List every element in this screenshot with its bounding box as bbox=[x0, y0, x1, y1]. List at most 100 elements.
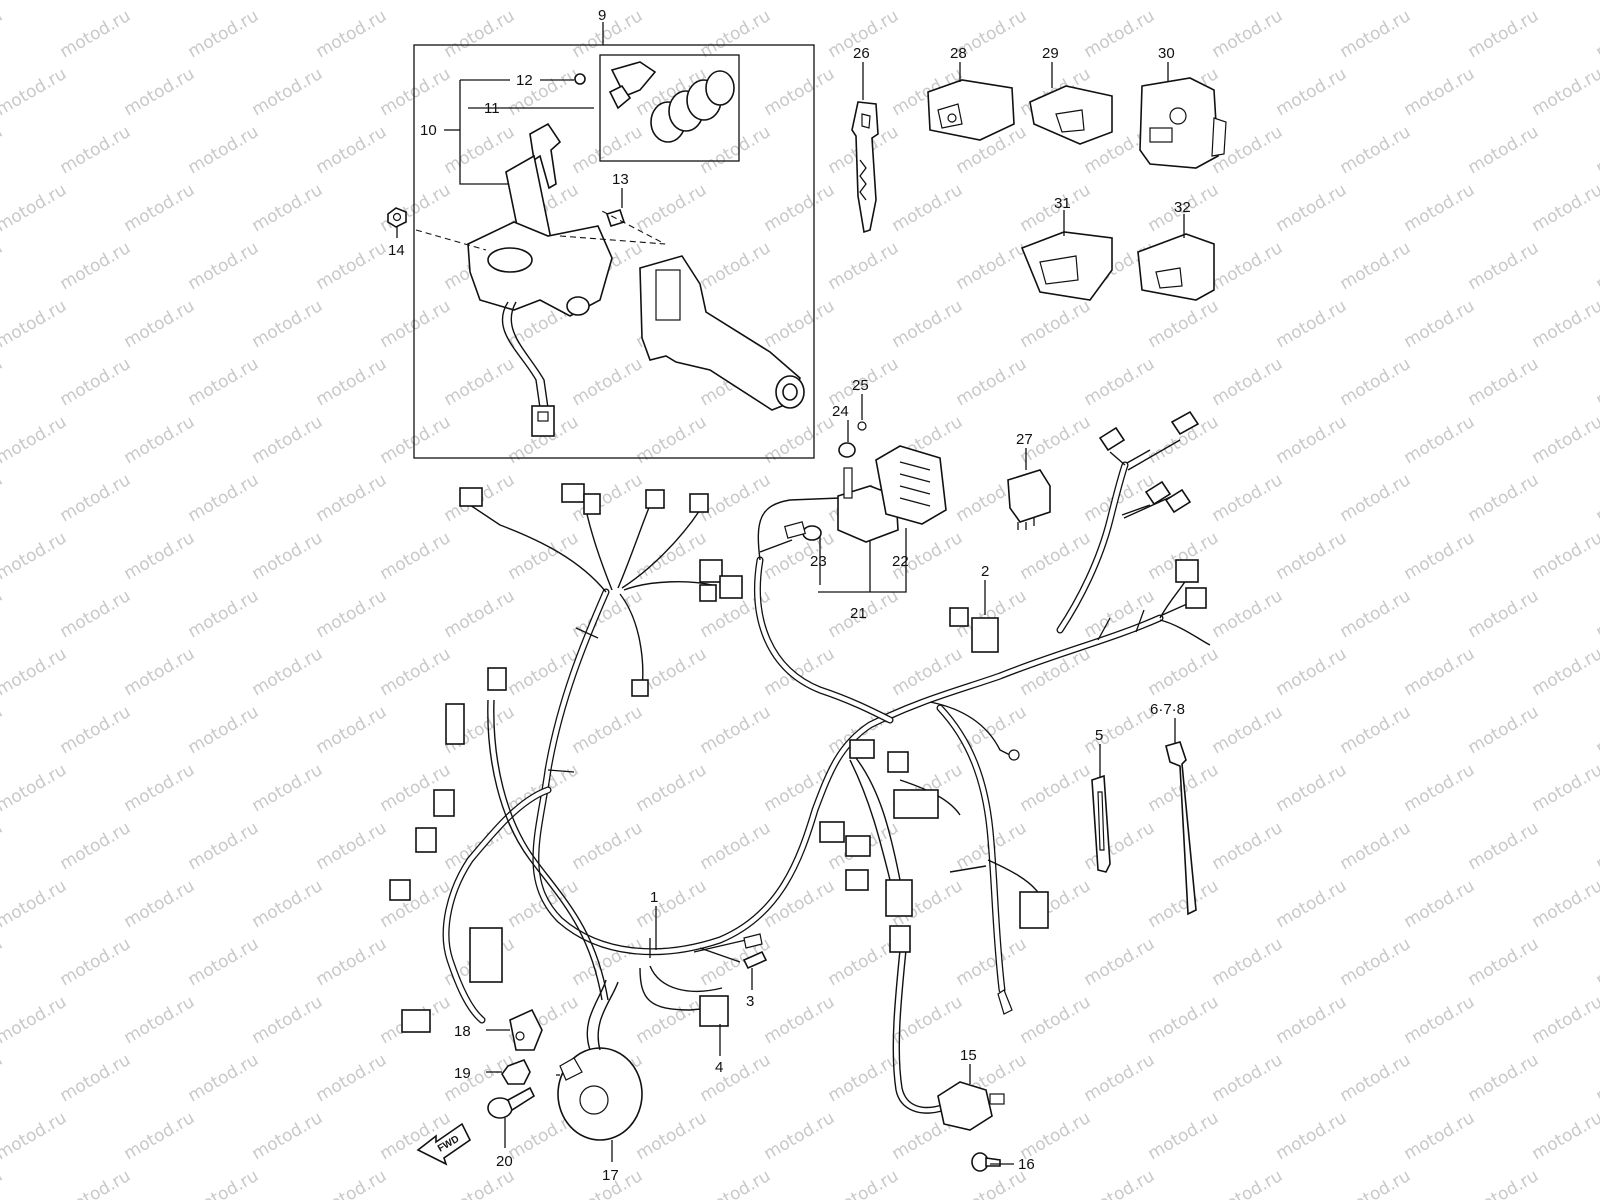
connector-assembly-21[interactable] bbox=[784, 421, 947, 543]
watermark-text: motod.ru bbox=[313, 1166, 391, 1200]
callout-23: 23 bbox=[810, 553, 827, 570]
watermark-text: motod.ru bbox=[249, 644, 327, 700]
watermark-text: motod.ru bbox=[121, 0, 199, 4]
harness-connectors[interactable] bbox=[389, 410, 1207, 1033]
watermark-text: motod.ru bbox=[697, 818, 775, 874]
watermark-text: motod.ru bbox=[1401, 1108, 1479, 1164]
watermark-text: motod.ru bbox=[1529, 528, 1600, 584]
watermark-text: motod.ru bbox=[57, 1050, 135, 1106]
watermark-text: motod.ru bbox=[1273, 644, 1351, 700]
watermark-text: motod.ru bbox=[377, 644, 455, 700]
watermark-text: motod.ru bbox=[0, 64, 70, 120]
main-wire-harness[interactable] bbox=[442, 439, 1211, 1114]
callout-26: 26 bbox=[853, 45, 870, 62]
watermark-text: motod.ru bbox=[249, 760, 327, 816]
watermark-text: motod.ru bbox=[57, 354, 135, 410]
horn-17[interactable] bbox=[557, 979, 643, 1141]
switch-30[interactable] bbox=[1139, 77, 1227, 169]
switch-15[interactable] bbox=[937, 1081, 1005, 1131]
relay-27[interactable] bbox=[1007, 469, 1051, 530]
watermark-text: motod.ru bbox=[1273, 528, 1351, 584]
watermark-text: motod.ru bbox=[377, 296, 455, 352]
watermark-text: motod.ru bbox=[0, 818, 6, 874]
watermark-text: motod.ru bbox=[0, 1050, 6, 1106]
watermark-text: motod.ru bbox=[1337, 470, 1415, 526]
callout-24: 24 bbox=[832, 403, 849, 420]
fwd-arrow: FWD bbox=[416, 1122, 472, 1166]
watermark-text: motod.ru bbox=[1401, 528, 1479, 584]
watermark-text: motod.ru bbox=[57, 6, 135, 62]
watermark-text: motod.ru bbox=[1081, 818, 1159, 874]
watermark-text: motod.ru bbox=[1593, 586, 1600, 642]
switch-29[interactable] bbox=[1029, 85, 1113, 145]
watermark-text: motod.ru bbox=[185, 586, 263, 642]
watermark-text: motod.ru bbox=[377, 528, 455, 584]
watermark-text: motod.ru bbox=[1465, 354, 1543, 410]
callout-31: 31 bbox=[1054, 195, 1071, 212]
watermark-text: motod.ru bbox=[1593, 702, 1600, 758]
watermark-text: motod.ru bbox=[57, 238, 135, 294]
watermark-text: motod.ru bbox=[313, 122, 391, 178]
bracket-18[interactable] bbox=[509, 1008, 543, 1051]
watermark-text: motod.ru bbox=[825, 238, 903, 294]
watermark-text: motod.ru bbox=[313, 934, 391, 990]
watermark-text: motod.ru bbox=[185, 1050, 263, 1106]
watermark-text: motod.ru bbox=[633, 992, 711, 1048]
watermark-text: motod.ru bbox=[185, 354, 263, 410]
bolt-20[interactable] bbox=[487, 1086, 536, 1119]
watermark-text: motod.ru bbox=[1209, 238, 1287, 294]
cable-tie-6-7-8[interactable] bbox=[1165, 741, 1197, 916]
watermark-text: motod.ru bbox=[1081, 1050, 1159, 1106]
ignition-switch-inset[interactable] bbox=[387, 44, 815, 459]
clamp-5[interactable] bbox=[1091, 774, 1111, 873]
watermark-text: motod.ru bbox=[249, 0, 327, 4]
watermark-text: motod.ru bbox=[121, 876, 199, 932]
watermark-text: motod.ru bbox=[1529, 992, 1600, 1048]
watermark-text: motod.ru bbox=[1145, 876, 1223, 932]
callout-20: 20 bbox=[496, 1153, 513, 1170]
watermark-text: motod.ru bbox=[0, 0, 70, 4]
callout-15: 15 bbox=[960, 1047, 977, 1064]
watermark-text: motod.ru bbox=[1593, 934, 1600, 990]
watermark-text: motod.ru bbox=[761, 412, 839, 468]
ignition-key-26[interactable] bbox=[851, 101, 879, 234]
watermark-text: motod.ru bbox=[761, 0, 839, 4]
watermark-text: motod.ru bbox=[121, 644, 199, 700]
switch-32[interactable] bbox=[1137, 233, 1215, 301]
switch-31[interactable] bbox=[1020, 231, 1113, 301]
screw-16[interactable] bbox=[971, 1152, 1001, 1172]
watermark-text: motod.ru bbox=[1529, 644, 1600, 700]
watermark-text: motod.ru bbox=[1465, 818, 1543, 874]
watermark-text: motod.ru bbox=[697, 1050, 775, 1106]
watermark-text: motod.ru bbox=[1465, 586, 1543, 642]
watermark-text: motod.ru bbox=[185, 702, 263, 758]
watermark-text: motod.ru bbox=[313, 470, 391, 526]
watermark-text: motod.ru bbox=[633, 180, 711, 236]
watermark-text: motod.ru bbox=[1273, 876, 1351, 932]
watermark-text: motod.ru bbox=[1529, 412, 1600, 468]
callout-19: 19 bbox=[454, 1065, 471, 1082]
watermark-text: motod.ru bbox=[249, 296, 327, 352]
watermark-text: motod.ru bbox=[1273, 992, 1351, 1048]
callout-32: 32 bbox=[1174, 199, 1191, 216]
watermark-text: motod.ru bbox=[1337, 1050, 1415, 1106]
callout-11: 11 bbox=[484, 100, 500, 117]
terminal-3[interactable] bbox=[742, 950, 768, 970]
watermark-text: motod.ru bbox=[569, 702, 647, 758]
watermark-text: motod.ru bbox=[249, 528, 327, 584]
callout-5: 5 bbox=[1095, 727, 1103, 744]
watermark-text: motod.ru bbox=[633, 1108, 711, 1164]
watermark-text: motod.ru bbox=[1529, 296, 1600, 352]
watermark-text: motod.ru bbox=[313, 6, 391, 62]
watermark-text: motod.ru bbox=[377, 412, 455, 468]
switch-28[interactable] bbox=[927, 79, 1015, 141]
watermark-text: motod.ru bbox=[313, 702, 391, 758]
watermark-text: motod.ru bbox=[121, 180, 199, 236]
watermark-text: motod.ru bbox=[1017, 992, 1095, 1048]
watermark-text: motod.ru bbox=[249, 876, 327, 932]
watermark-text: motod.ru bbox=[441, 354, 519, 410]
nut-19[interactable] bbox=[501, 1058, 531, 1085]
watermark-text: motod.ru bbox=[1593, 238, 1600, 294]
callout-4: 4 bbox=[715, 1059, 723, 1076]
